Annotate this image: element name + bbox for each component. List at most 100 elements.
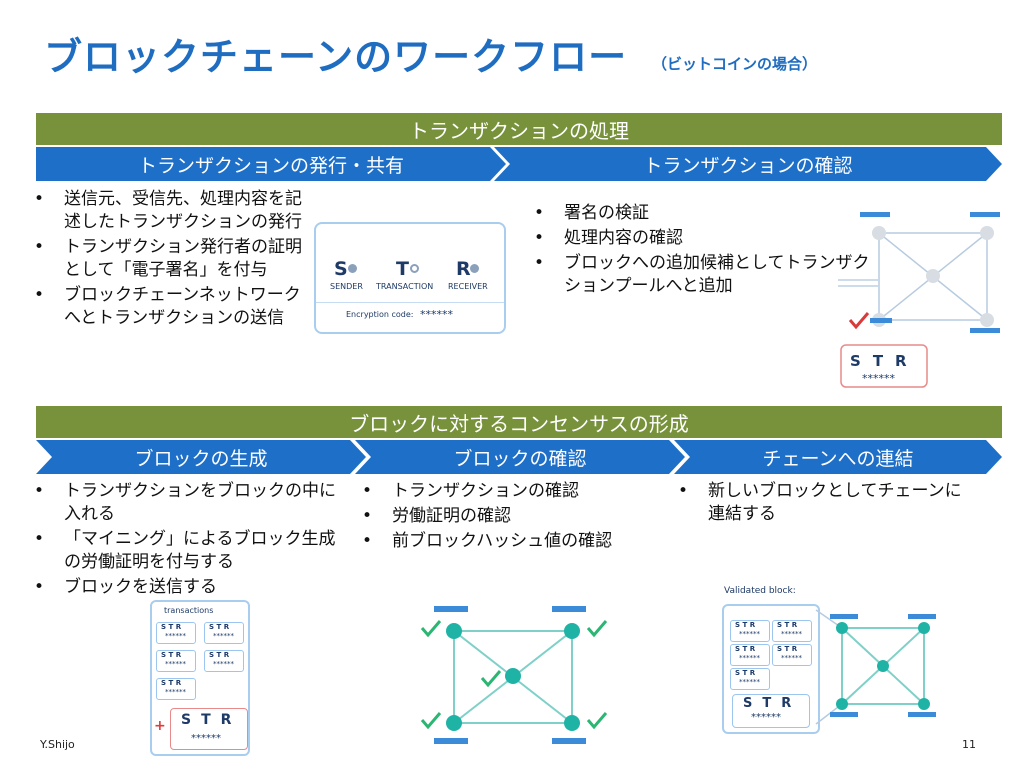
mini-str-card: S T R****** [204,650,244,672]
r-letter: R [781,696,802,711]
list-item: 処理内容の確認 [528,227,876,250]
validated-stars: ****** [751,712,781,723]
list-item: 送信元、受信先、処理内容を記述したトランザクションの発行 [28,188,306,234]
mini-str-letters: S T R [161,623,182,631]
step-block-confirm: ブロックの確認 [355,440,685,474]
receiver-letter: R [456,258,471,280]
section2-band: ブロックに対するコンセンサスの形成 [36,406,1002,438]
mini-str-letters: S T R [209,651,230,659]
mini-str-stars: ****** [213,632,234,640]
mini-str-stars: ****** [165,660,186,668]
validated-label: Validated block: [724,586,796,596]
mini-str-card: S T R****** [156,650,196,672]
t-letter: T [872,352,896,370]
ledger-bars [830,614,936,717]
transaction-label: TRANSACTION [376,282,434,291]
mini-str-letters: S T R [735,669,756,677]
mini-str-card: S T R****** [156,622,196,644]
mini-str-letters: S T R [161,679,182,687]
list-item: ブロックチェーンネットワークへとトランザクションの送信 [28,284,306,330]
mini-str-stars: ****** [739,678,760,686]
link-icon [410,264,419,273]
footer-page-number: 11 [962,738,976,751]
step-transaction-issue: トランザクションの発行・共有 [36,147,506,181]
validated-letters: STR [743,696,801,711]
step-transaction-confirm: トランザクションの確認 [494,147,1002,181]
teal-nodes [836,622,930,710]
t-letter: T [762,696,782,711]
sender-letter: S [334,258,348,280]
transaction-card: S T R SENDER TRANSACTION RECEIVER Encryp… [314,222,506,334]
mini-str-card: S T R****** [772,620,812,642]
footer-author: Y.Shijo [40,738,75,751]
mini-str-card: S T R****** [730,644,770,666]
r-letter: R [220,712,242,728]
step-label: ブロックの確認 [453,447,587,470]
mini-str-letters: S T R [161,651,182,659]
ledger-bars [860,212,1000,333]
mini-str-card: S T R****** [730,620,770,642]
section2-col1-list: トランザクションをブロックの中に入れる 「マイニング」によるブロック生成の労働証… [28,480,346,599]
slide-title: ブロックチェーンのワークフロー [44,35,628,79]
mini-str-letters: S T R [209,623,230,631]
section1-band-label: トランザクションの処理 [409,118,629,143]
t-letter: T [201,712,221,728]
mini-str-stars: ****** [739,654,760,662]
section1-col1-list: 送信元、受信先、処理内容を記述したトランザクションの発行 トランザクション発行者… [28,188,306,330]
list-item: ブロックを送信する [28,576,346,599]
step-label: トランザクションの発行・共有 [137,154,404,177]
list-item: トランザクションの確認 [356,480,666,503]
receiver-label: RECEIVER [448,282,488,291]
s-letter: S [743,696,763,711]
encryption-value: ****** [420,308,453,321]
checkmark-icons [420,620,608,730]
chain-network [815,609,936,725]
encryption-label: Encryption code: [346,310,414,319]
mini-str-card: S T R****** [772,644,812,666]
r-letter: R [895,352,919,370]
red-str-card [840,344,928,388]
step-block-generate: ブロックの生成 [36,440,366,474]
mini-str-stars: ****** [739,630,760,638]
mini-str-letters: S T R [777,645,798,653]
divider [316,302,504,303]
mini-str-stars: ****** [213,660,234,668]
str-card-stars: ****** [862,372,895,385]
validated-big-card: STR ****** [732,694,810,728]
list-item: ブロックへの追加候補としてトランザクションプールへと追加 [528,252,876,298]
person-icon [348,264,357,273]
step-label: チェーンへの連結 [762,447,914,470]
section2-col3-list: 新しいブロックとしてチェーンに連結する [672,480,972,526]
arrow-lines [838,279,878,287]
s-letter: S [181,712,202,728]
list-item: 労働証明の確認 [356,505,666,528]
list-item: 署名の検証 [528,202,876,225]
mini-str-stars: ****** [781,630,802,638]
step-chain-link: チェーンへの連結 [674,440,1002,474]
block-confirm-network [420,606,608,744]
mini-str-card: S T R****** [156,678,196,700]
mini-str-stars: ****** [165,632,186,640]
transaction-letter: T [396,258,409,280]
section1-band: トランザクションの処理 [36,113,1002,145]
slide-subtitle: （ビットコインの場合） [652,55,818,73]
step-label: ブロックの生成 [134,447,268,470]
ledger-bars [434,606,586,744]
mini-str-letters: S T R [735,621,756,629]
person-icon [470,264,479,273]
mini-str-stars: ****** [165,688,186,696]
list-item: 「マイニング」によるブロック生成の労働証明を付与する [28,528,346,574]
section2-band-label: ブロックに対するコンセンサスの形成 [349,411,689,436]
sender-label: SENDER [330,282,363,291]
mini-str-stars: ****** [781,654,802,662]
list-item: 新しいブロックとしてチェーンに連結する [672,480,972,526]
step-label: トランザクションの確認 [643,154,853,177]
plus-icon: + [154,718,166,734]
mini-str-letters: S T R [777,621,798,629]
mini-str-card: S T R****** [204,622,244,644]
str-card-letters: STR [850,352,919,370]
list-item: トランザクション発行者の証明として「電子署名」を付与 [28,236,306,282]
section2-col2-list: トランザクションの確認 労働証明の確認 前ブロックハッシュ値の確認 [356,480,666,553]
new-block-stars: ****** [191,733,221,744]
s-letter: S [850,352,873,370]
